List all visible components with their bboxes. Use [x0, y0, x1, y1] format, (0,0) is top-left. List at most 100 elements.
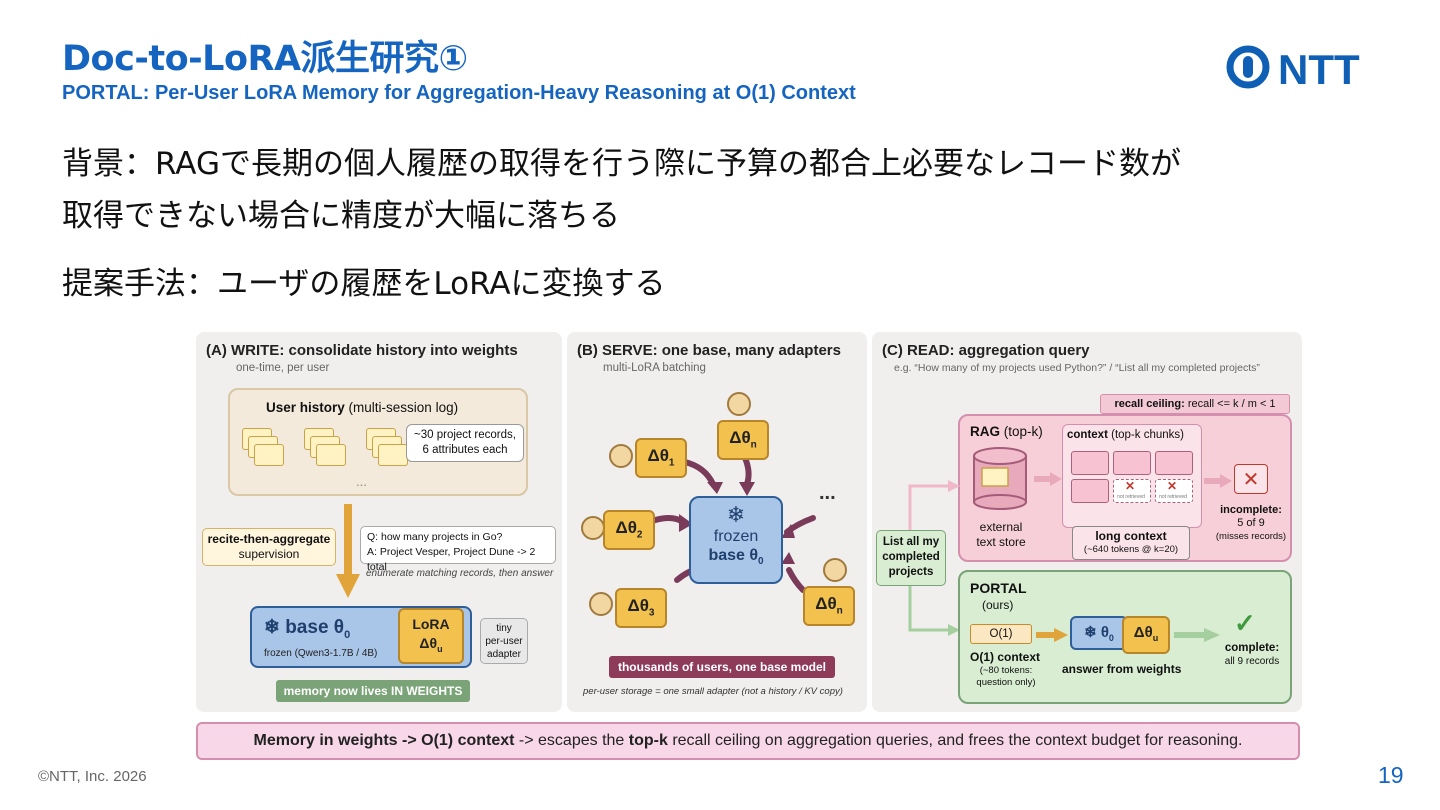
adapter-3-sub: 3 [648, 607, 655, 619]
supervision-title: recite-then-aggregate [207, 532, 331, 546]
summary-part-2: -> escapes the [514, 732, 629, 749]
frozen-base-sub: 0 [758, 556, 764, 568]
incomplete-count: 5 of 9 [1237, 517, 1265, 529]
summary-part-3: top-k [628, 732, 668, 749]
background-line-1: 背景：RAGで長期の個人履歴の取得を行う際に予算の都合上必要なレコード数が [62, 146, 1181, 182]
panel-c-subtitle: e.g. “How many of my projects used Pytho… [894, 362, 1260, 374]
enumerate-note: enumerate matching records, then answer [366, 568, 554, 579]
store-line-1: external [979, 520, 1023, 534]
adapter-2-puzzle: Δθ2 [603, 510, 655, 550]
incomplete-label: incomplete: [1220, 504, 1282, 516]
record-card-icon [316, 444, 346, 466]
base-frozen-note: frozen (Qwen3-1.7B / 4B) [264, 648, 378, 659]
o1-context-note: (~80 tokens: question only) [970, 665, 1042, 689]
frozen-base-box: ❄ frozen base θ0 [689, 496, 783, 584]
lora-delta: Δθ [419, 635, 438, 651]
user-icon [581, 516, 605, 540]
retrieved-chunk [1071, 451, 1109, 475]
copyright-footer: ©NTT, Inc. 2026 [38, 768, 147, 785]
panel-serve: (B) SERVE: one base, many adapters multi… [567, 332, 867, 712]
tiny-line-2: per-user [485, 636, 523, 647]
records-attributes: 6 attributes each [422, 444, 508, 456]
history-label: User history [266, 400, 345, 415]
proposal-line: 提案手法：ユーザの履歴をLoRAに変換する [62, 266, 666, 302]
adapter-3-label: Δθ [627, 596, 649, 615]
adapter-n-bottom-label: Δθ [815, 594, 837, 613]
arrow-right-icon [1204, 474, 1232, 488]
adapter-n-top-puzzle: Δθn [717, 420, 769, 460]
complete-label: complete: [1224, 642, 1280, 654]
o1-chip: O(1) [970, 624, 1032, 644]
query-line-2: completed [882, 551, 940, 563]
long-context-label: long context [1095, 529, 1167, 543]
o1-note-line-2: question only) [976, 677, 1036, 688]
panel-a-subtitle: one-time, per user [236, 362, 330, 374]
x-mark-icon: ✕ [1125, 479, 1136, 493]
long-context-note: (~640 tokens @ k=20) [1083, 544, 1179, 555]
records-callout: ~30 project records, 6 attributes each [406, 424, 524, 462]
external-store-label: external text store [966, 520, 1036, 550]
tiny-adapter-note: tiny per-user adapter [480, 618, 528, 664]
o1-note-line-1: (~80 tokens: [979, 665, 1033, 676]
lora-delta-sub: u [437, 643, 443, 654]
ntt-logo: NTT [1226, 45, 1360, 92]
qa-example-box: Q: how many projects in Go? A: Project V… [360, 526, 556, 573]
thetau-sub: u [1152, 633, 1159, 643]
logo-text: NTT [1278, 46, 1360, 92]
adapter-1-sub: 1 [668, 457, 675, 469]
incomplete-x-icon: ✕ [1234, 464, 1268, 494]
qa-answer: A: Project Vesper, Project Dune -> 2 tot… [367, 546, 536, 573]
snowflake-icon: ❄ [726, 502, 746, 527]
recall-ceiling-badge: recall ceiling: recall <= k / m < 1 [1100, 394, 1290, 414]
panel-c-title: (C) READ: aggregation query [882, 342, 1090, 359]
more-adapters-dots: ... [819, 482, 836, 504]
theta0-label: θ [1100, 624, 1109, 641]
supervision-sub: supervision [238, 547, 300, 561]
snowflake-icon: ❄ [1084, 624, 1097, 641]
adapter-3-puzzle: Δθ3 [615, 588, 667, 628]
slide-subtitle: PORTAL: Per-User LoRA Memory for Aggrega… [62, 82, 856, 104]
context-chunks-box: context (top-k chunks) ✕ ✕ not retrieved… [1062, 424, 1202, 528]
portal-box: PORTAL (ours) O(1) O(1) context (~80 tok… [958, 570, 1292, 704]
adapter-n-bottom-puzzle: Δθn [803, 586, 855, 626]
complete-note: all 9 records [1224, 656, 1280, 667]
portal-sub: (ours) [982, 598, 1014, 612]
arrow-right-icon [1036, 628, 1068, 642]
database-icon [973, 447, 1027, 510]
qa-question: Q: how many projects in Go? [367, 531, 503, 543]
thousands-users-banner: thousands of users, one base model [609, 656, 835, 678]
frozen-base-label: base θ [708, 547, 758, 564]
summary-part-4: recall ceiling on aggregation queries, a… [667, 732, 1243, 749]
long-context-box: long context (~640 tokens @ k=20) [1072, 526, 1190, 560]
query-line-1: List all my [882, 536, 940, 548]
base-label-sub: 0 [344, 628, 351, 641]
arrow-right-icon [1034, 472, 1062, 486]
frozen-label: frozen [713, 528, 759, 545]
portal-title: PORTAL [970, 580, 1027, 596]
down-arrow-icon [336, 504, 360, 598]
o1-context-label: O(1) context [970, 650, 1041, 664]
missing-chunk [1155, 479, 1193, 503]
user-icon [609, 444, 633, 468]
theta0-sub: 0 [1108, 633, 1114, 643]
adapter-n-top-label: Δθ [729, 428, 751, 447]
query-box: List all my completed projects [876, 530, 946, 586]
records-count: ~30 project records, [414, 429, 516, 441]
memory-in-weights-banner: memory now lives IN WEIGHTS [276, 680, 470, 702]
not-retrieved-label: not retrieved [1117, 494, 1145, 500]
x-mark-icon: ✕ [1167, 479, 1178, 493]
storage-note: per-user storage = one small adapter (no… [583, 686, 843, 697]
user-history-box: User history (multi-session log) ~30 pro… [228, 388, 528, 496]
retrieved-chunk [1113, 451, 1151, 475]
panel-a-title: (A) WRITE: consolidate history into weig… [206, 342, 518, 359]
retrieved-chunk [1071, 479, 1109, 503]
background-line-2: 取得できない場合に精度が大幅に落ちる [62, 198, 620, 234]
history-note: (multi-session log) [348, 400, 459, 415]
rag-note: (top-k) [1003, 424, 1043, 439]
tiny-line-1: tiny [496, 623, 512, 634]
user-icon [823, 558, 847, 582]
panel-b-title: (B) SERVE: one base, many adapters [577, 342, 841, 359]
complete-result: complete: all 9 records [1212, 642, 1292, 668]
lora-label: LoRA [412, 616, 450, 632]
panel-write: (A) WRITE: consolidate history into weig… [196, 332, 562, 712]
